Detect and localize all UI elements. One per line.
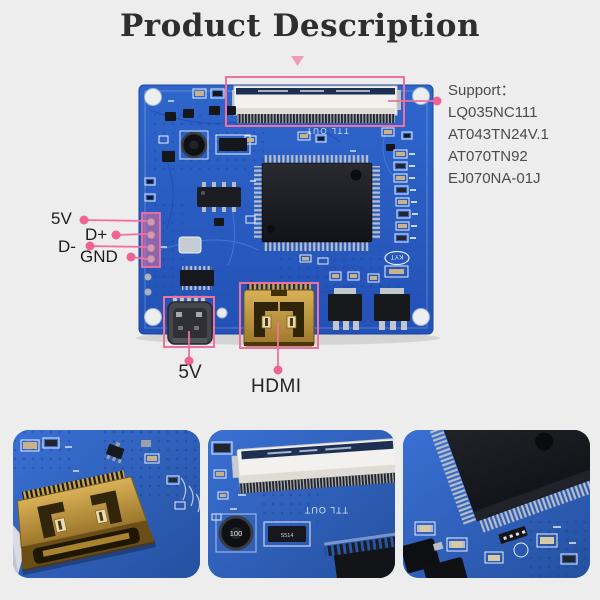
- hdmi-connector-closeup: [17, 470, 157, 576]
- qfp-ic-closeup: [413, 430, 590, 533]
- voltage-regulators: [328, 288, 410, 330]
- ffc-connector: [232, 85, 401, 123]
- leader-line-dminus: [89, 245, 148, 248]
- svg-text:S514: S514: [281, 533, 294, 539]
- support-model: AT070TN92: [448, 148, 528, 165]
- photo-ic-closeup: [403, 430, 590, 578]
- support-label: Support：: [448, 82, 516, 99]
- resistor-array: [498, 526, 528, 544]
- page-title: Product Description: [119, 8, 481, 44]
- usb-connector: [167, 295, 213, 345]
- pin-header-highlight: [141, 212, 161, 268]
- label-usb-5v: 5V: [178, 362, 202, 383]
- label-hdmi: HDMI: [251, 376, 302, 397]
- leader-line-dplus: [115, 233, 148, 236]
- label-5v-pad: 5V: [51, 209, 72, 228]
- support-model: LQ035NC111: [448, 104, 538, 121]
- label-dplus-pad: D+: [85, 225, 108, 244]
- svg-text:KYT: KYT: [391, 253, 404, 260]
- support-note: Support： LQ035NC111 AT043TN24V.1 AT070TN…: [448, 80, 549, 190]
- ttl-out-silkscreen: TTL OUT: [305, 126, 349, 135]
- label-gnd-pad: GND: [80, 247, 118, 266]
- inductor-closeup: 100: [215, 513, 257, 553]
- inductor: [179, 130, 209, 160]
- driver-board-photo: TTL OUT: [79, 56, 442, 375]
- smd-ic-closeup: S514: [268, 526, 306, 542]
- support-model: EJ070NA-01J: [448, 170, 541, 187]
- label-dminus-pad: D-: [58, 237, 76, 256]
- leader-line-5v: [83, 219, 148, 222]
- svg-text:100: 100: [230, 529, 243, 538]
- photo-ffc-closeup: TTL OUT 100 S514: [208, 430, 395, 578]
- small-components: [144, 88, 418, 302]
- photo-hdmi-closeup: [13, 430, 200, 578]
- brand-logo: KYT: [384, 250, 410, 266]
- down-arrow-icon: [291, 56, 304, 66]
- connector-corner: [403, 538, 444, 573]
- hdmi-connector: [243, 284, 315, 347]
- ttl-out-silkscreen-closeup: TTL OUT: [304, 505, 348, 515]
- support-model: AT043TN24V.1: [448, 126, 549, 143]
- transistor: [106, 441, 125, 464]
- qfp-ic: [254, 155, 380, 251]
- qfp-pins-closeup: [323, 532, 395, 578]
- hdmi-highlight-box: [239, 282, 319, 349]
- closeup-photo-row: TTL OUT 100 S514: [13, 430, 590, 578]
- ffc-connector-closeup: [231, 438, 395, 494]
- pcb-board: TTL OUT: [138, 84, 434, 347]
